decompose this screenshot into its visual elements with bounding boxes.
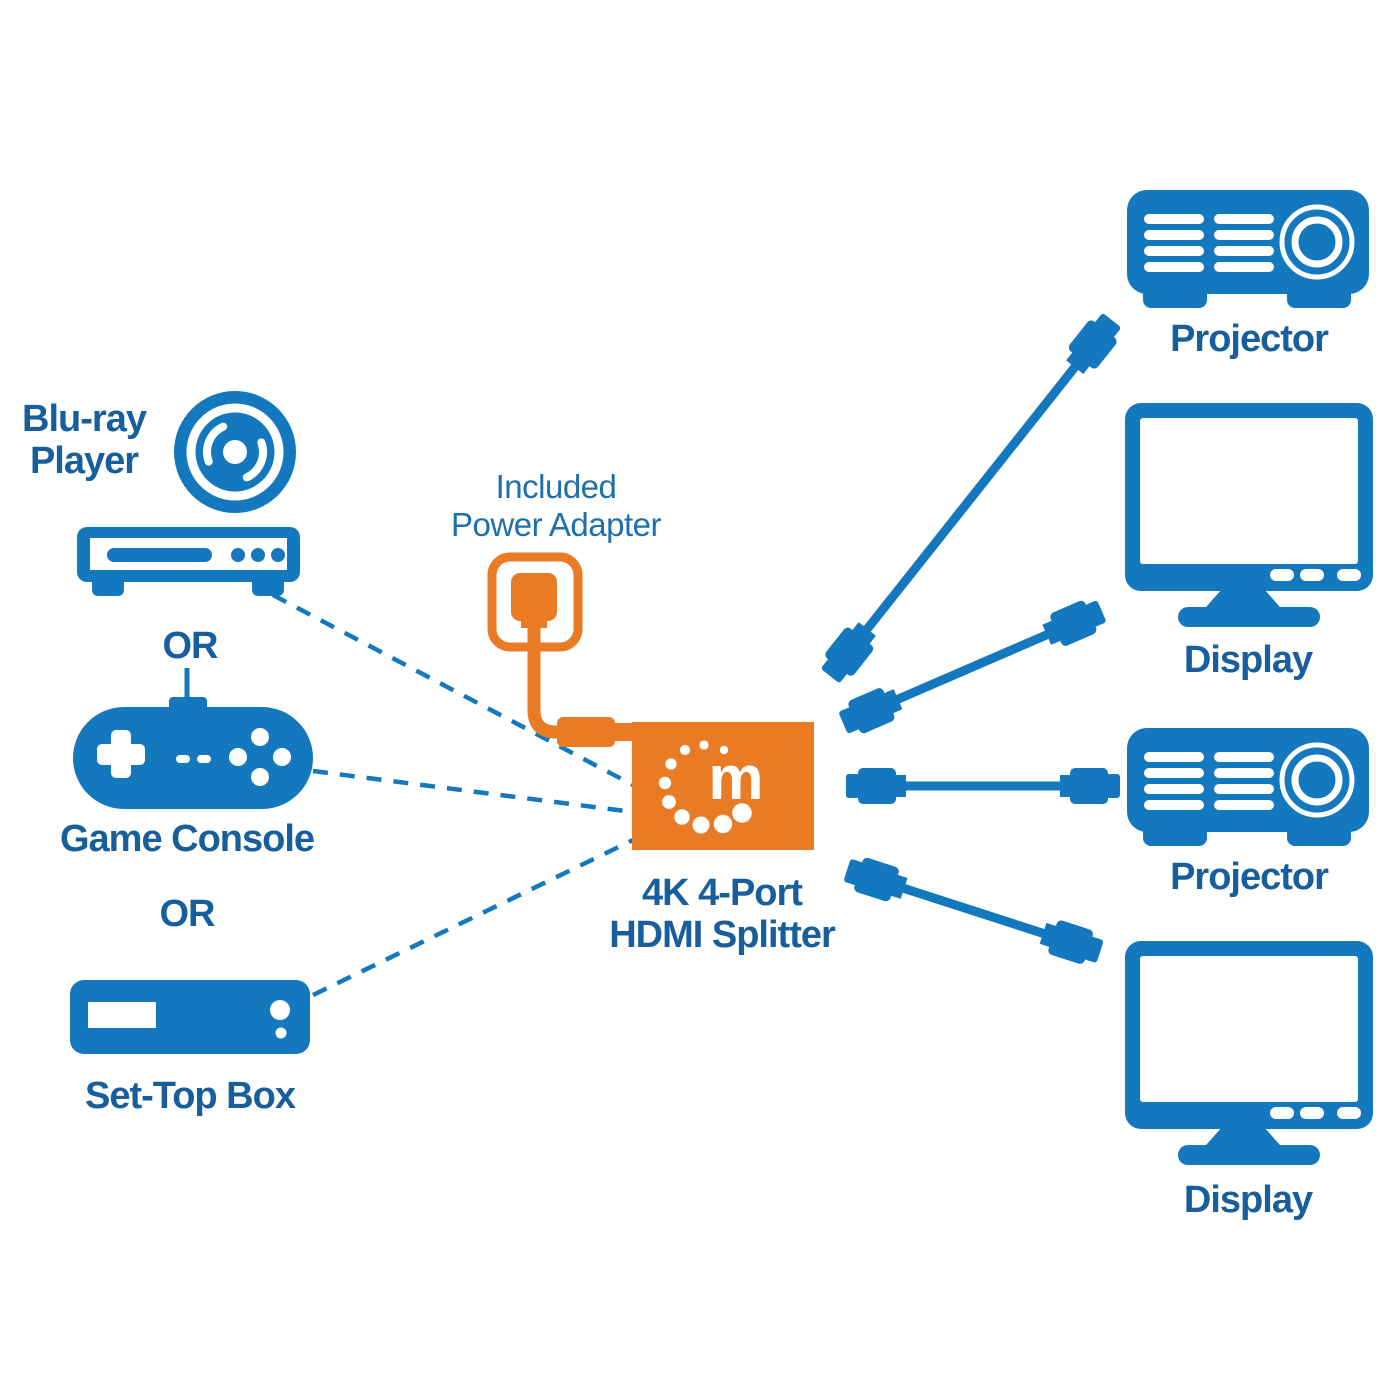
hdmi-cable-2 (835, 594, 1109, 740)
or-label-2: OR (159, 893, 216, 935)
hdmi-cable-4 (841, 852, 1106, 969)
bluray-label: Blu-ray Player (22, 398, 147, 482)
power-cable (527, 620, 560, 739)
bluray-disc-icon (174, 391, 296, 513)
power-adapter-label: Included Power Adapter (451, 468, 661, 544)
hdmi-cable-1 (815, 309, 1127, 688)
projector-label-1: Projector (1170, 318, 1329, 360)
bluray-player-icon (77, 527, 300, 596)
display-icon-1 (1125, 403, 1373, 627)
set-top-box-label: Set-Top Box (85, 1075, 296, 1117)
gamepad-icon (73, 668, 313, 809)
or-label-1: OR (162, 625, 219, 667)
splitter-label: 4K 4-Port HDMI Splitter (609, 872, 836, 956)
hdmi-splitter-box (632, 722, 814, 850)
display-label-2: Display (1183, 1179, 1313, 1221)
display-icon-2 (1125, 941, 1373, 1165)
bluray-label-line1: Blu-ray (22, 398, 147, 440)
manhattan-logo-dots (658, 740, 752, 834)
projector-label-2: Projector (1170, 856, 1329, 898)
dashed-link-set-top-box (312, 837, 634, 998)
game-console-label: Game Console (59, 818, 315, 860)
splitter-label-line1: 4K 4-Port (642, 872, 803, 914)
set-top-box-icon (70, 980, 310, 1054)
hdmi-cable-3 (846, 768, 1120, 804)
bluray-label-line2: Player (29, 440, 139, 482)
projector-icon-2 (1127, 728, 1369, 846)
display-label-1: Display (1183, 639, 1313, 681)
power-adapter-icon (487, 552, 633, 747)
power-adapter-label-line2: Power Adapter (451, 506, 661, 543)
dashed-link-game-console (312, 768, 634, 815)
manhattan-logo-letter: m (708, 744, 764, 813)
dashed-link-bluray (271, 593, 635, 787)
splitter-label-line2: HDMI Splitter (609, 914, 836, 956)
projector-icon-1 (1127, 190, 1369, 308)
power-adapter-label-line1: Included (495, 468, 617, 505)
